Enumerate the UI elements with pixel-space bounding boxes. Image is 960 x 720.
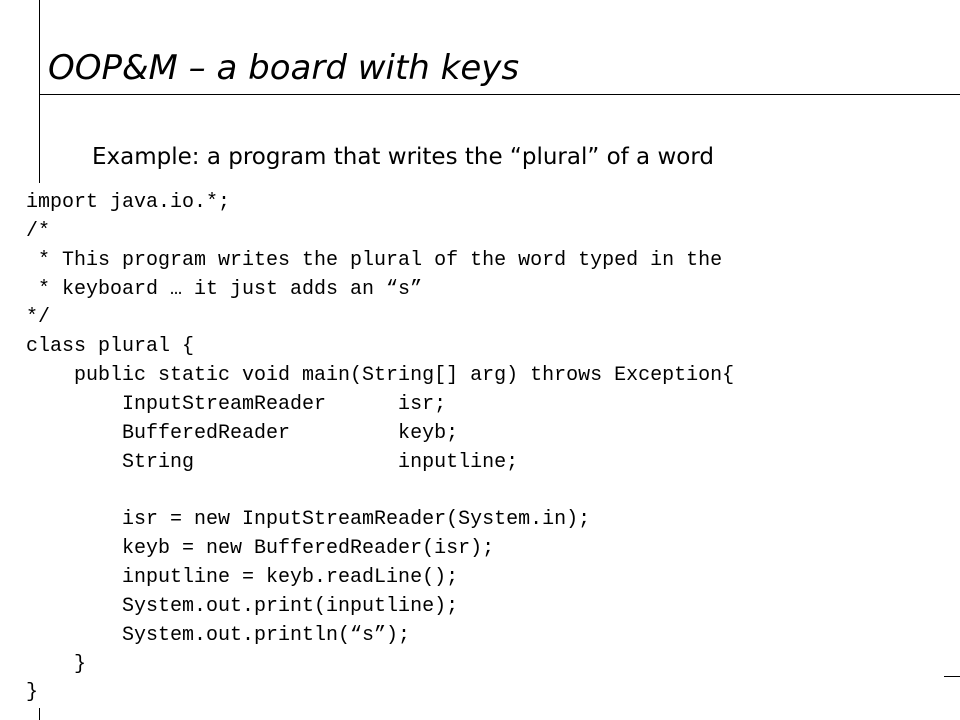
code-line: keyb = new BufferedReader(isr); xyxy=(26,537,495,561)
code-line: */ xyxy=(26,306,51,330)
code-line: class plural { xyxy=(26,335,195,359)
code-line xyxy=(26,477,734,506)
code-line: /* xyxy=(26,219,51,243)
code-line: isr = new InputStreamReader(System.in); xyxy=(26,508,591,532)
code-line: System.out.print(inputline); xyxy=(26,594,459,618)
code-line: String inputline; xyxy=(26,450,519,474)
bottom-right-rule xyxy=(944,676,960,677)
code-line: } xyxy=(26,652,87,676)
code-line: * This program writes the plural of the … xyxy=(26,248,723,272)
code-line: inputline = keyb.readLine(); xyxy=(26,565,459,589)
code-line: InputStreamReader isr; xyxy=(26,392,447,416)
code-line: * keyboard … it just adds an “s” xyxy=(26,277,423,301)
code-line: } xyxy=(26,681,39,705)
code-line: System.out.println(“s”); xyxy=(26,623,411,647)
title-underline-rule xyxy=(39,94,960,95)
left-vertical-rule-bottom xyxy=(39,708,40,720)
code-line: BufferedReader keyb; xyxy=(26,421,459,445)
code-line: import java.io.*; xyxy=(26,191,231,214)
slide-title: OOP&M – a board with keys xyxy=(48,48,520,88)
code-line: public static void main(String[] arg) th… xyxy=(26,364,735,388)
code-block: import java.io.*; /* * This program write… xyxy=(26,189,734,708)
left-vertical-rule xyxy=(39,0,40,183)
slide-subtitle: Example: a program that writes the “plur… xyxy=(92,144,714,170)
